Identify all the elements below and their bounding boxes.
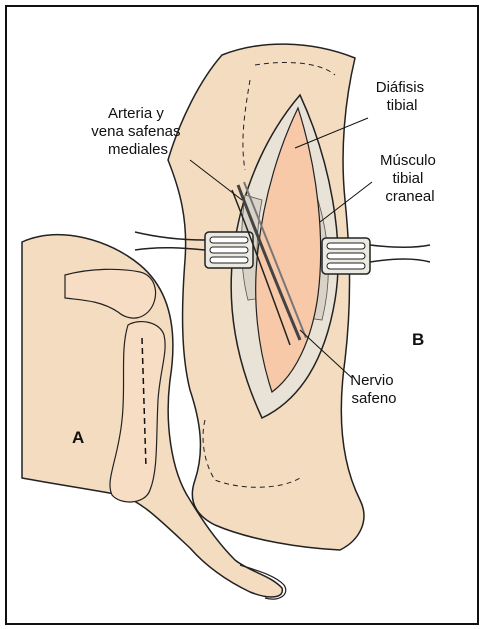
limb-b [135, 44, 430, 550]
label-nervio: Nervio safeno [350, 372, 398, 407]
retractor-right [322, 238, 430, 274]
panel-label-b: B [412, 330, 424, 349]
panel-label-a: A [72, 428, 84, 447]
label-musculo: Músculo tibial craneal [380, 152, 440, 205]
label-diafisis: Diáfisis tibial [376, 79, 429, 114]
